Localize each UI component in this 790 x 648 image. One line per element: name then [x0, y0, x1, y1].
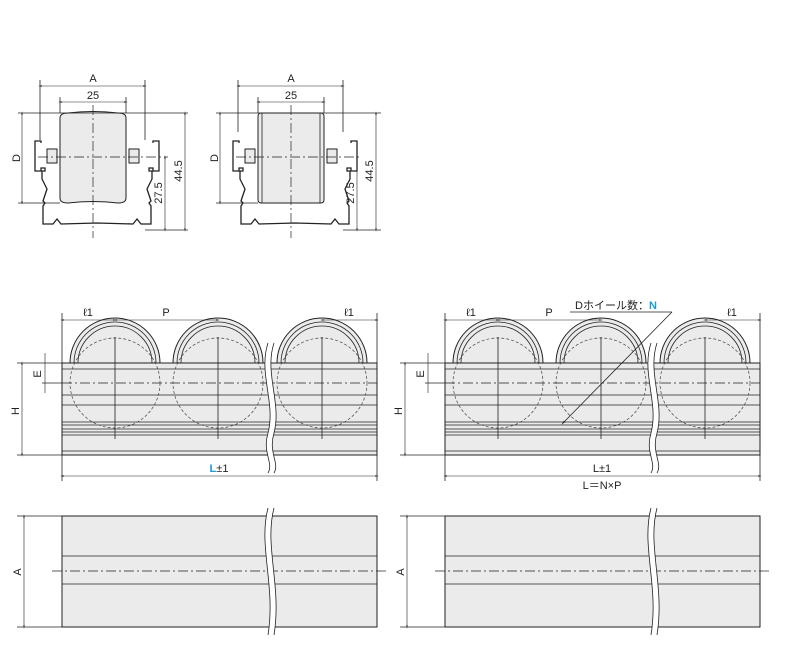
dim-pitch: P	[545, 307, 552, 319]
dim-axle-height-label: 27.5	[345, 182, 357, 203]
plan-view-left: A	[12, 508, 387, 635]
dim-E: E	[415, 370, 427, 377]
side-view-right: ℓ1 P ℓ1 E H L±1 L＝N×P Dホイール数：N	[393, 299, 760, 492]
dim-pitch: P	[162, 307, 169, 319]
dim-A-label: A	[89, 73, 97, 85]
dim-l1-left: ℓ1	[83, 307, 93, 319]
dim-E: E	[32, 370, 44, 377]
dim-A-label: A	[12, 568, 24, 576]
dim-l1-right: ℓ1	[727, 307, 737, 319]
length-tolerance: ±1	[216, 463, 228, 475]
dim-l1-right: ℓ1	[344, 307, 354, 319]
dim-height-total-label: 44.5	[364, 160, 376, 181]
dim-D-label: D	[11, 154, 23, 162]
wheel-count-note: Dホイール数：N	[575, 299, 657, 312]
dim-D-label: D	[209, 154, 221, 162]
length-formula: L＝N×P	[583, 480, 622, 492]
dim-height-total-label: 44.5	[173, 160, 185, 181]
dim-H: H	[10, 407, 22, 415]
dim-A-label: A	[395, 568, 407, 576]
dim-A-label: A	[287, 73, 295, 85]
dim-l1-left: ℓ1	[466, 307, 476, 319]
side-view-left: ℓ1 P ℓ1 E H L±1	[10, 307, 377, 481]
wheel-note-text: Dホイール数：	[575, 299, 649, 312]
section-view-crowned: A 25 D 44.5 27.5	[11, 73, 188, 238]
dim-length: L±1	[593, 463, 611, 475]
dim-length: L±1	[210, 463, 229, 475]
dim-width-label: 25	[285, 90, 297, 102]
length-symbol: L	[210, 463, 217, 475]
plan-view-right: A	[395, 508, 770, 635]
section-view-flat: A 25 D 44.5 27.5	[209, 73, 381, 238]
dim-H: H	[393, 407, 405, 415]
dim-width-label: 25	[87, 90, 99, 102]
dim-axle-height-label: 27.5	[153, 182, 165, 203]
wheel-count-symbol: N	[649, 300, 657, 312]
